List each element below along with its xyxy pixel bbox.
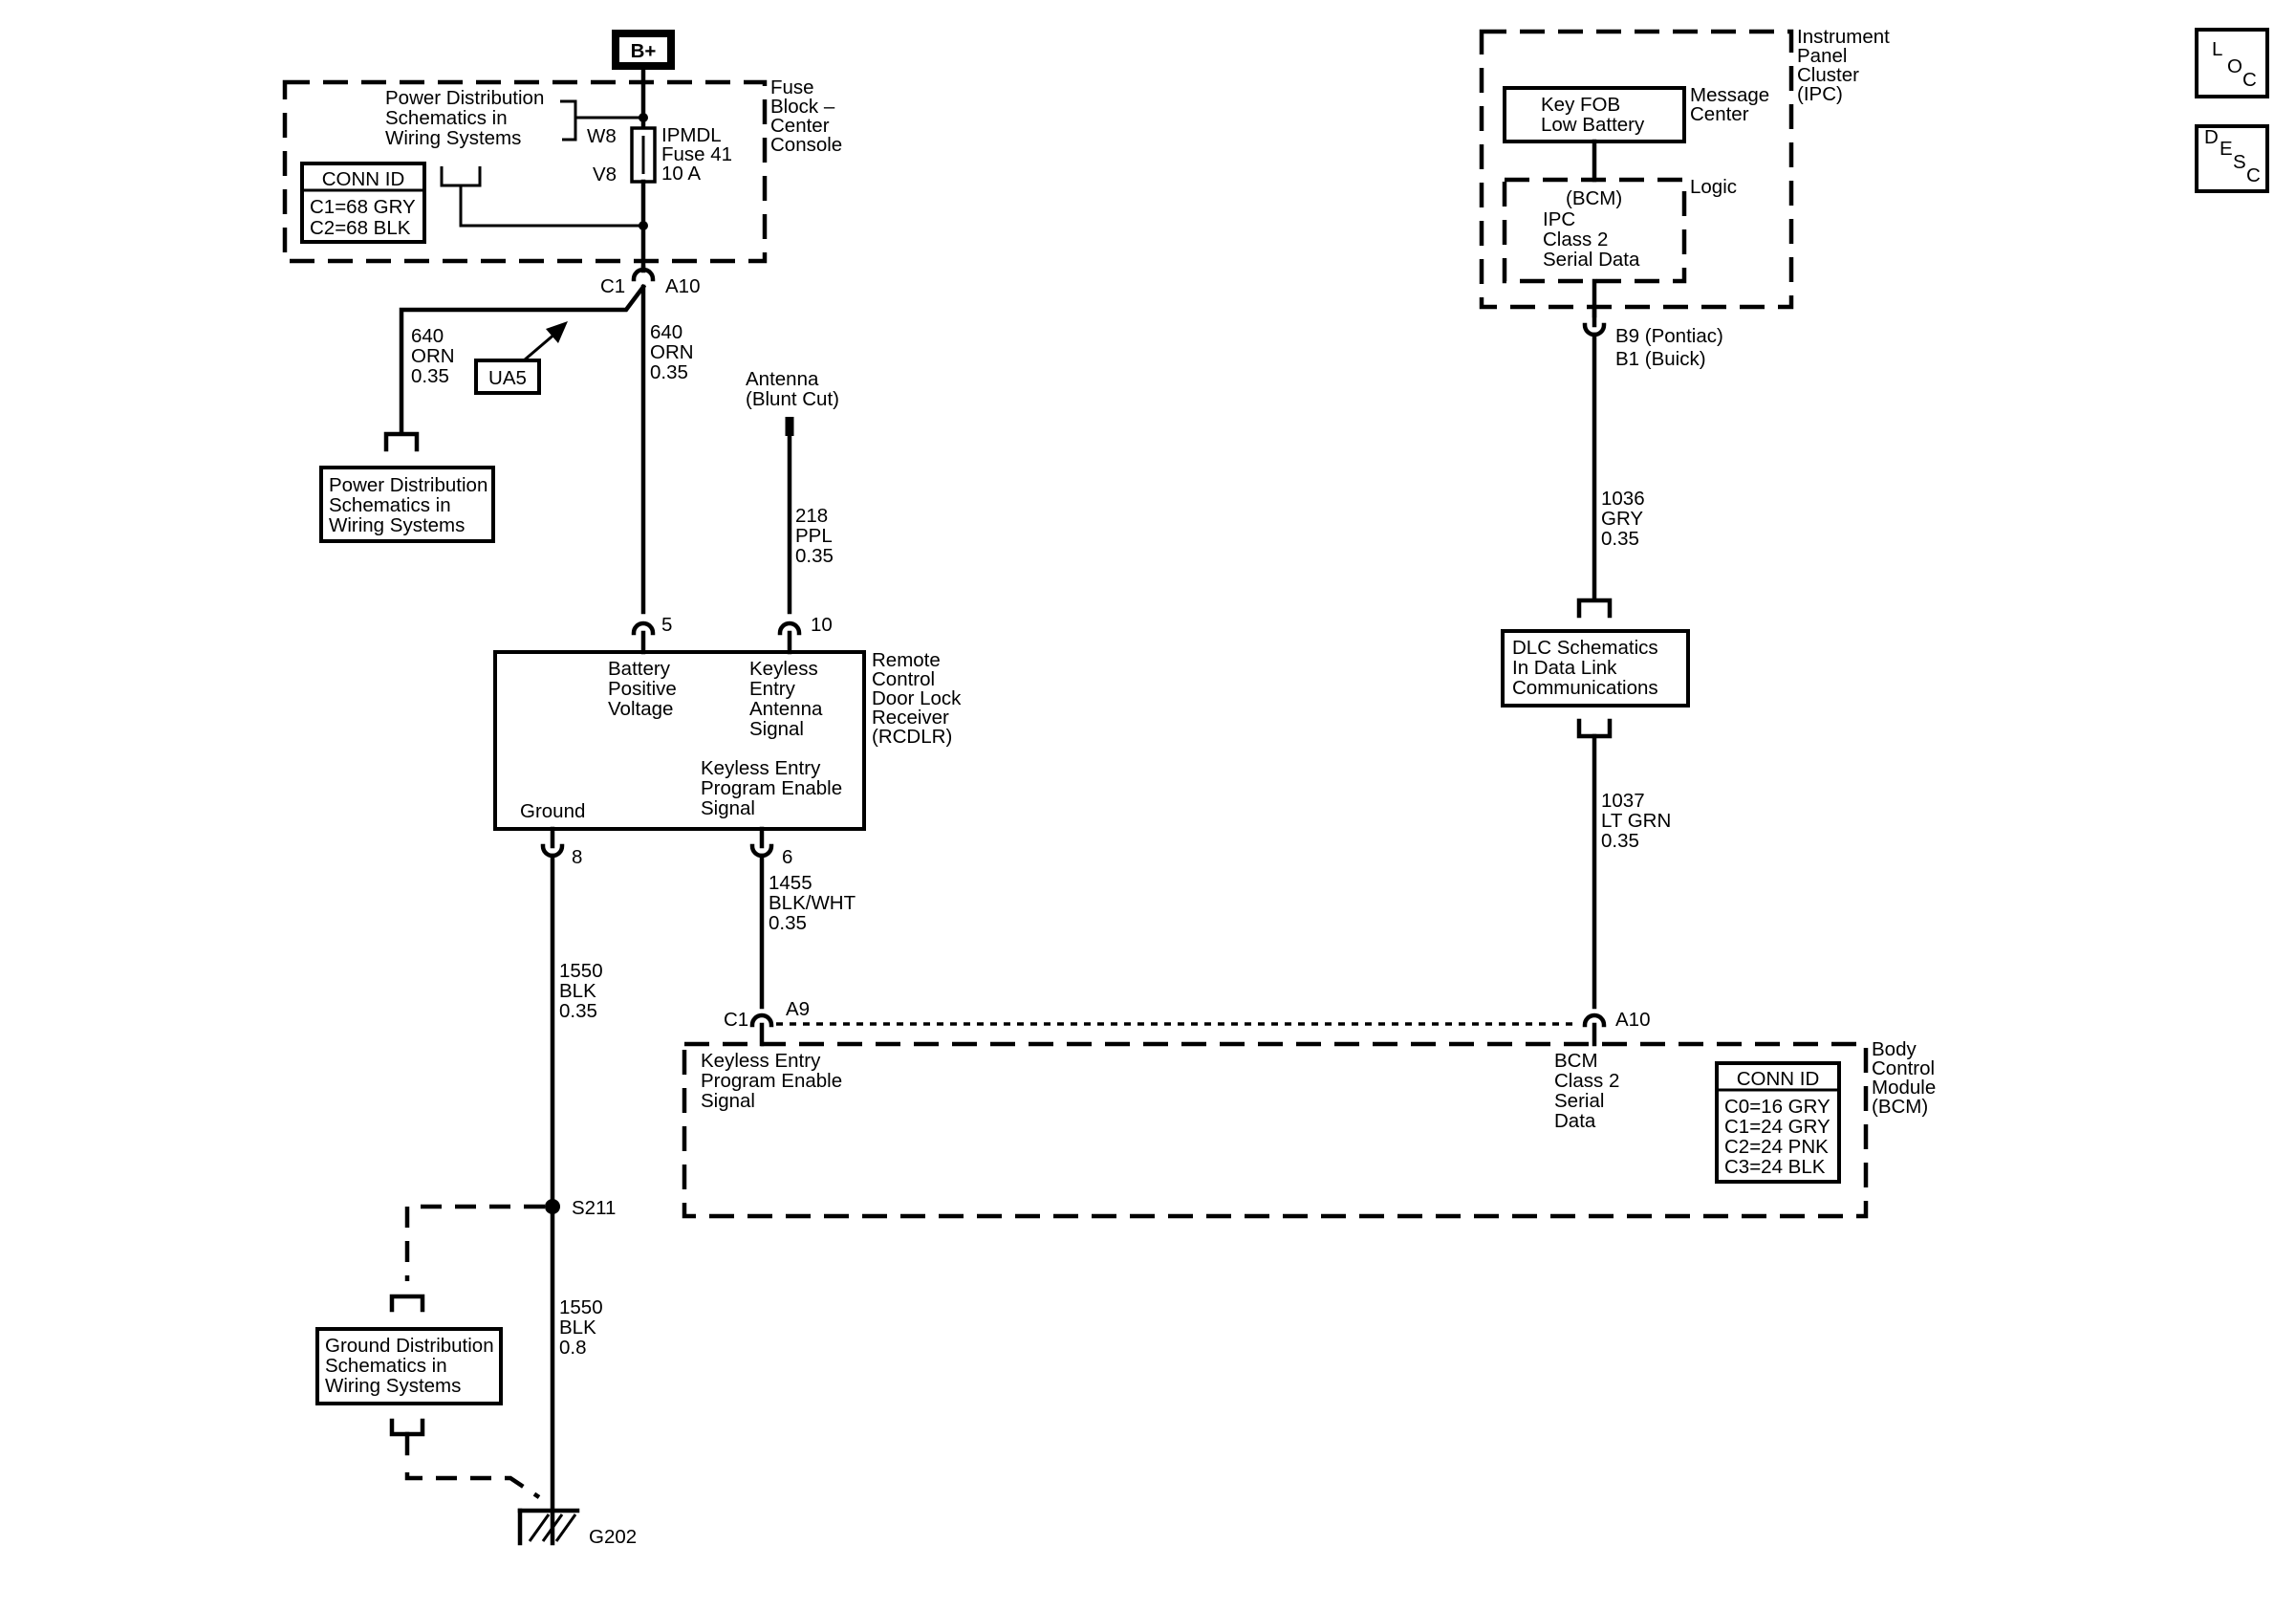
bcm-a9-connector bbox=[749, 1012, 774, 1028]
wire-1455-label: 1455 BLK/WHT 0.35 bbox=[769, 872, 860, 934]
wire-1550-upper-label: 1550 BLK 0.35 bbox=[559, 960, 608, 1022]
svg-text:A9: A9 bbox=[786, 998, 810, 1020]
rcdlr-module: Remote Control Door Lock Receiver (RCDLR… bbox=[493, 649, 966, 831]
svg-text:C1: C1 bbox=[600, 275, 625, 297]
svg-text:S211: S211 bbox=[572, 1197, 616, 1219]
wire-1036-label: 1036 GRY 0.35 bbox=[1601, 488, 1650, 550]
bcm-program-label: Keyless Entry Program Enable Signal bbox=[701, 1050, 848, 1112]
conn-id-list: C1=68 GRY C2=68 BLK bbox=[310, 196, 421, 239]
ground-icon bbox=[517, 1508, 580, 1546]
splice-s211 bbox=[545, 1199, 560, 1214]
fuse-block-center-console: Fuse Block – Center Console Power Distri… bbox=[282, 76, 842, 271]
svg-text:5: 5 bbox=[661, 614, 672, 636]
conn-id-box-fuse-block bbox=[300, 162, 426, 244]
rcdlr-pin-10-connector bbox=[777, 620, 802, 636]
svg-text:L: L bbox=[2212, 38, 2222, 60]
pin-w8: W8 bbox=[587, 125, 617, 147]
option-ua5: UA5 bbox=[474, 321, 568, 395]
gds-reference-box: Ground Distribution Schematics in Wiring… bbox=[315, 1327, 503, 1405]
fuse-block-pds-ref: Power Distribution Schematics in Wiring … bbox=[385, 87, 550, 149]
svg-text:D: D bbox=[2204, 126, 2219, 148]
wire-640-left-label: 640 ORN 0.35 bbox=[411, 325, 460, 387]
wire-218-label: 218 PPL 0.35 bbox=[795, 505, 837, 567]
bcm-a10-connector bbox=[1582, 1012, 1607, 1028]
rcdlr-program-label: Keyless Entry Program Enable Signal bbox=[701, 757, 848, 819]
desc-button[interactable]: D E S C bbox=[2195, 124, 2269, 193]
message-center-label: Message Center bbox=[1690, 84, 1775, 125]
rcdlr-ground-label: Ground bbox=[520, 800, 585, 822]
svg-text:8: 8 bbox=[572, 846, 582, 868]
fuse-block-name: Fuse Block – Center Console bbox=[770, 76, 842, 156]
bcm-serial-label: BCM Class 2 Serial Data bbox=[1554, 1050, 1625, 1132]
rcdlr-name: Remote Control Door Lock Receiver (RCDLR… bbox=[872, 649, 966, 748]
ipc-module: Instrument Panel Cluster (IPC) Key FOB L… bbox=[1479, 26, 1895, 318]
svg-text:C1: C1 bbox=[724, 1009, 748, 1031]
rcdlr-battery-label: Battery Positive Voltage bbox=[608, 658, 682, 720]
loc-button[interactable]: L O C bbox=[2195, 28, 2269, 98]
svg-text:O: O bbox=[2227, 55, 2242, 77]
wire-1550-lower-label: 1550 BLK 0.8 bbox=[559, 1296, 608, 1359]
wire-640-main-label: 640 ORN 0.35 bbox=[650, 321, 699, 383]
svg-text:E: E bbox=[2220, 138, 2233, 160]
svg-text:Logic: Logic bbox=[1690, 176, 1737, 198]
arrow-icon bbox=[546, 321, 568, 343]
antenna-label: Antenna (Blunt Cut) bbox=[746, 368, 839, 410]
fuse-label: IPMDL Fuse 41 10 A bbox=[661, 124, 738, 185]
ipc-pin-label: B9 (Pontiac) B1 (Buick) bbox=[1615, 325, 1729, 370]
ipc-name: Instrument Panel Cluster (IPC) bbox=[1797, 26, 1895, 105]
bcm-name: Body Control Module (BCM) bbox=[1872, 1038, 1941, 1118]
svg-text:S: S bbox=[2233, 151, 2246, 173]
svg-text:CONN ID: CONN ID bbox=[1737, 1068, 1820, 1090]
svg-text:Power Distribution Schem: Power Distribution Schematics in Wiring … bbox=[329, 474, 493, 536]
bcm-module: Body Control Module (BCM) Keyless Entry … bbox=[682, 1038, 1941, 1219]
conn-id-box-bcm bbox=[1715, 1061, 1841, 1184]
rcdlr-pin-5-connector bbox=[631, 620, 656, 636]
svg-text:A10: A10 bbox=[665, 275, 700, 297]
pds-reference-box: Power Distribution Schematics in Wiring … bbox=[319, 466, 495, 543]
svg-text:A10: A10 bbox=[1615, 1009, 1650, 1031]
connector-c1-a10: C1 A10 bbox=[600, 265, 700, 297]
svg-text:C: C bbox=[2242, 69, 2257, 91]
battery-terminal: B+ bbox=[612, 30, 675, 70]
pin-v8: V8 bbox=[593, 163, 617, 185]
logic-label: (BCM) IPC Class 2 Serial Data bbox=[1543, 187, 1640, 271]
svg-text:6: 6 bbox=[782, 846, 792, 868]
bcm-conn-id-list: C0=16 GRY C1=24 GRY C2=24 PNK C3=24 BLK bbox=[1724, 1096, 1835, 1178]
svg-text:C: C bbox=[2246, 164, 2261, 186]
conn-id-title: CONN ID bbox=[322, 168, 405, 190]
svg-text:DLC Schematics In Data L: DLC Schematics In Data Link Communicatio… bbox=[1512, 637, 1663, 699]
battery-label: B+ bbox=[631, 40, 657, 62]
dlc-reference-box: DLC Schematics In Data Link Communicatio… bbox=[1501, 629, 1690, 708]
rcdlr-antenna-label: Keyless Entry Antenna Signal bbox=[749, 658, 828, 740]
ground-g202-label: G202 bbox=[589, 1526, 637, 1548]
svg-text:Ground Distribution Sche: Ground Distribution Schematics in Wiring… bbox=[325, 1335, 499, 1397]
svg-text:10: 10 bbox=[811, 614, 833, 636]
wire-1037-label: 1037 LT GRN 0.35 bbox=[1601, 790, 1677, 852]
svg-text:UA5: UA5 bbox=[488, 367, 527, 389]
svg-text:Key FOB Low Battery: Key FOB Low Battery bbox=[1541, 94, 1645, 136]
logic-box bbox=[1502, 177, 1687, 284]
